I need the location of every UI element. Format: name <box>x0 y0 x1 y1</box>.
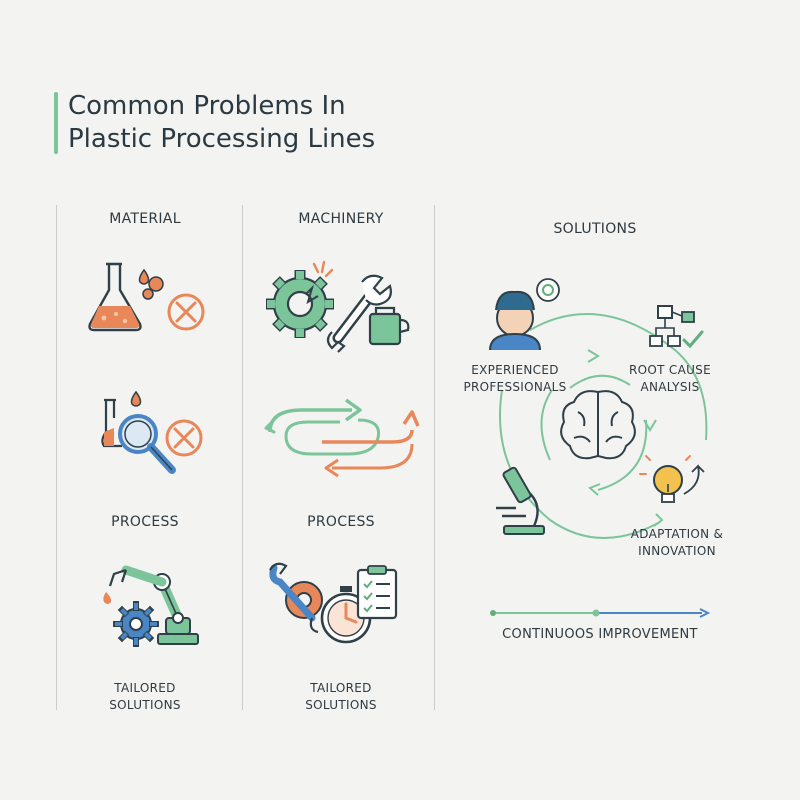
title-line-2: Plastic Processing Lines <box>68 124 376 154</box>
process-tools-icon-group <box>269 562 398 644</box>
flow-arrows-icon <box>264 398 420 478</box>
solutions-heading: SOLUTIONS <box>553 221 637 237</box>
process-heading-left: PROCESS <box>111 514 179 530</box>
root-cause-line-1: ROOT CAUSE <box>629 363 711 377</box>
machinery-icon-group <box>266 260 410 353</box>
clipboard-checklist-icon <box>356 565 398 620</box>
continuous-improvement-progress-line <box>490 608 711 618</box>
robot-arm-icon <box>103 565 199 647</box>
droplets-icon <box>138 268 164 300</box>
flask-magnifier-icon <box>101 390 176 474</box>
divider-middle <box>242 205 243 710</box>
title-line-1: Common Problems In <box>68 91 346 121</box>
adaptation-innovation-label: ADAPTATION & INNOVATION <box>622 526 732 560</box>
flask-icon <box>88 262 142 332</box>
microscope-icon <box>496 466 545 535</box>
error-x-icon <box>167 293 205 331</box>
oil-can-icon <box>368 306 410 346</box>
solutions-cycle-diagram <box>489 278 708 539</box>
experienced-line-1: EXPERIENCED <box>471 363 559 377</box>
divider-right <box>434 205 435 710</box>
root-cause-line-2: ANALYSIS <box>640 380 700 394</box>
error-x-icon <box>165 419 203 457</box>
adaptation-line-2: INNOVATION <box>638 544 716 558</box>
page-title: Common Problems In Plastic Processing Li… <box>68 90 375 156</box>
tailored-solutions-right: TAILORED SOLUTIONS <box>286 680 396 714</box>
tailored-left-line-1: TAILORED <box>114 681 176 695</box>
wrench-gear-icon <box>269 562 323 634</box>
lightbulb-icon <box>639 455 705 503</box>
professional-avatar-icon <box>489 278 560 351</box>
process-heading-right: PROCESS <box>307 514 375 530</box>
machinery-heading: MACHINERY <box>298 211 384 227</box>
material-icon-group <box>88 262 205 332</box>
title-accent-bar <box>54 92 58 154</box>
tailored-right-line-1: TAILORED <box>310 681 372 695</box>
divider-left <box>56 205 57 710</box>
brain-icon <box>560 390 636 460</box>
gear-crack-icon <box>266 260 334 338</box>
flowchart-check-icon <box>649 305 704 349</box>
material-heading: MATERIAL <box>109 211 181 227</box>
experienced-line-2: PROFESSIONALS <box>463 380 567 394</box>
continuous-improvement-label: CONTINUOOS IMPROVEMENT <box>502 627 698 642</box>
experienced-professionals-label: EXPERIENCED PROFESSIONALS <box>455 362 575 396</box>
root-cause-analysis-label: ROOT CAUSE ANALYSIS <box>620 362 720 396</box>
cycle-arrows <box>499 313 708 539</box>
material-inspection-icon-group <box>101 390 203 474</box>
wrench-icon <box>326 274 392 353</box>
tailored-solutions-left: TAILORED SOLUTIONS <box>95 680 195 714</box>
tailored-left-line-2: SOLUTIONS <box>109 698 181 712</box>
tailored-right-line-2: SOLUTIONS <box>305 698 377 712</box>
adaptation-line-1: ADAPTATION & <box>630 527 724 541</box>
gear-icon <box>113 601 159 647</box>
